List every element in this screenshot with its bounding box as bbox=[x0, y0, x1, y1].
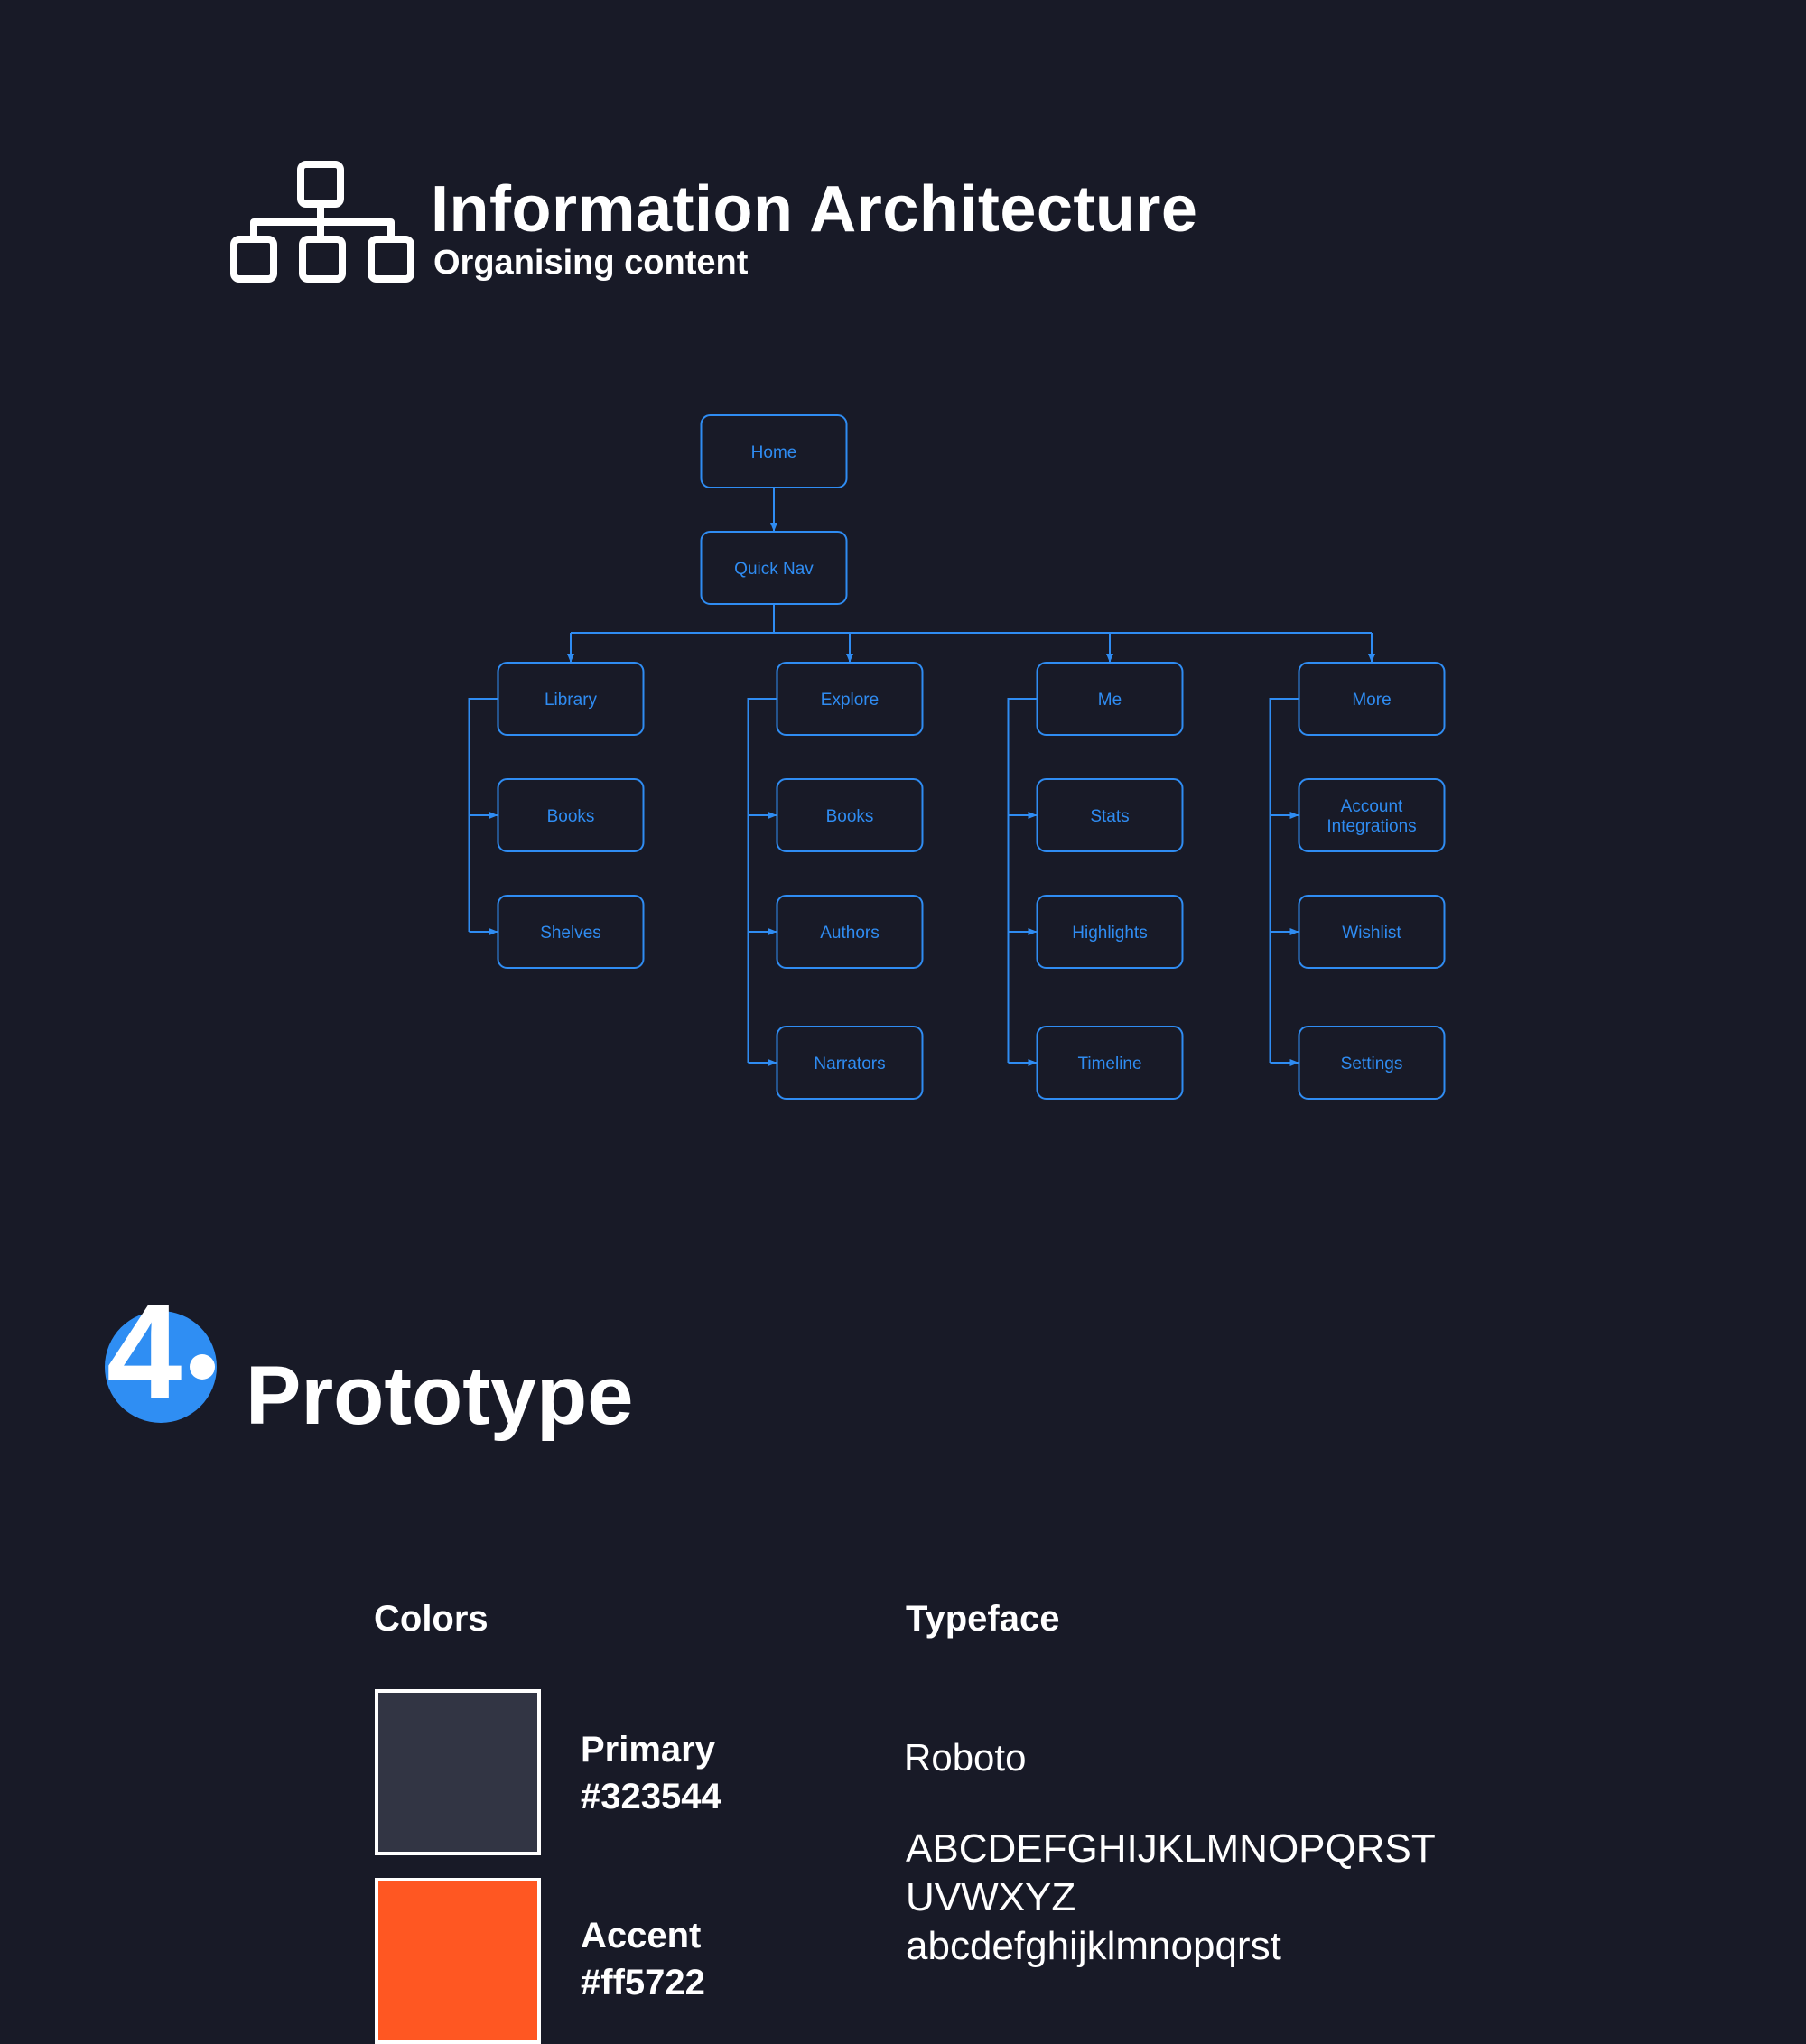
node-library: Library bbox=[497, 662, 645, 736]
typeface-heading: Typeface bbox=[906, 1599, 1060, 1639]
colors-heading: Colors bbox=[374, 1599, 489, 1639]
section-title: Information Architecture bbox=[431, 173, 1198, 246]
node-me-child-1-label: Highlights bbox=[1072, 924, 1147, 943]
node-more-label: More bbox=[1352, 691, 1391, 710]
node-home-label: Home bbox=[751, 443, 797, 462]
node-more-child-1-label: Wishlist bbox=[1342, 924, 1401, 943]
node-me: Me bbox=[1036, 662, 1184, 736]
accent-color-hex: #ff5722 bbox=[581, 1963, 705, 2002]
node-me-child-0-label: Stats bbox=[1090, 807, 1129, 826]
node-more-child-0-label: Integrations bbox=[1327, 817, 1416, 836]
connector-spine-more bbox=[1269, 698, 1299, 1063]
node-quick-nav: Quick Nav bbox=[700, 531, 848, 605]
sitemap-icon bbox=[230, 161, 414, 283]
node-me-child-0: Stats bbox=[1036, 778, 1184, 852]
node-explore-label: Explore bbox=[821, 691, 879, 710]
node-me-child-2-label: Timeline bbox=[1077, 1055, 1141, 1073]
accent-color-name: Accent bbox=[581, 1916, 702, 1956]
node-more-child-0-label: Account bbox=[1341, 797, 1403, 816]
node-more-child-1: Wishlist bbox=[1298, 895, 1446, 969]
node-library-child-1-label: Shelves bbox=[540, 924, 601, 943]
connector-spine-me bbox=[1007, 698, 1038, 1063]
node-more-child-2: Settings bbox=[1298, 1026, 1446, 1100]
typeface-sample-uppercase-end: UVWXYZ bbox=[906, 1875, 1076, 1919]
node-library-child-0-label: Books bbox=[547, 807, 595, 826]
node-explore-child-2-label: Narrators bbox=[814, 1055, 885, 1073]
typeface-sample-uppercase: ABCDEFGHIJKLMNOPQRST bbox=[906, 1826, 1436, 1871]
node-explore-child-1-label: Authors bbox=[820, 924, 879, 943]
accent-color-swatch bbox=[375, 1878, 541, 2044]
prototype-heading: Prototype bbox=[246, 1350, 634, 1442]
node-library-child-0: Books bbox=[497, 778, 645, 852]
node-home: Home bbox=[700, 414, 848, 488]
primary-color-hex: #323544 bbox=[581, 1777, 721, 1816]
node-me-child-2: Timeline bbox=[1036, 1026, 1184, 1100]
node-library-label: Library bbox=[545, 691, 598, 710]
node-explore-child-1: Authors bbox=[776, 895, 924, 969]
connector-spine-explore bbox=[747, 698, 777, 1063]
node-explore-child-0: Books bbox=[776, 778, 924, 852]
node-me-child-1: Highlights bbox=[1036, 895, 1184, 969]
node-more-child-2-label: Settings bbox=[1341, 1055, 1403, 1073]
primary-color-name: Primary bbox=[581, 1730, 715, 1770]
node-explore: Explore bbox=[776, 662, 924, 736]
connector-spine-library bbox=[468, 698, 498, 932]
node-explore-child-0-label: Books bbox=[826, 807, 874, 826]
typeface-name: Roboto bbox=[904, 1736, 1027, 1779]
node-explore-child-2: Narrators bbox=[776, 1026, 924, 1100]
section-subtitle: Organising content bbox=[433, 244, 749, 282]
primary-color-swatch bbox=[375, 1689, 541, 1855]
node-library-child-1: Shelves bbox=[497, 895, 645, 969]
section-number-dot bbox=[190, 1354, 215, 1380]
section-number: 4 bbox=[107, 1276, 182, 1427]
node-more: More bbox=[1298, 662, 1446, 736]
typeface-sample-lowercase: abcdefghijklmnopqrst bbox=[906, 1924, 1281, 1968]
node-me-label: Me bbox=[1098, 691, 1122, 710]
node-quick-nav-label: Quick Nav bbox=[734, 560, 814, 579]
